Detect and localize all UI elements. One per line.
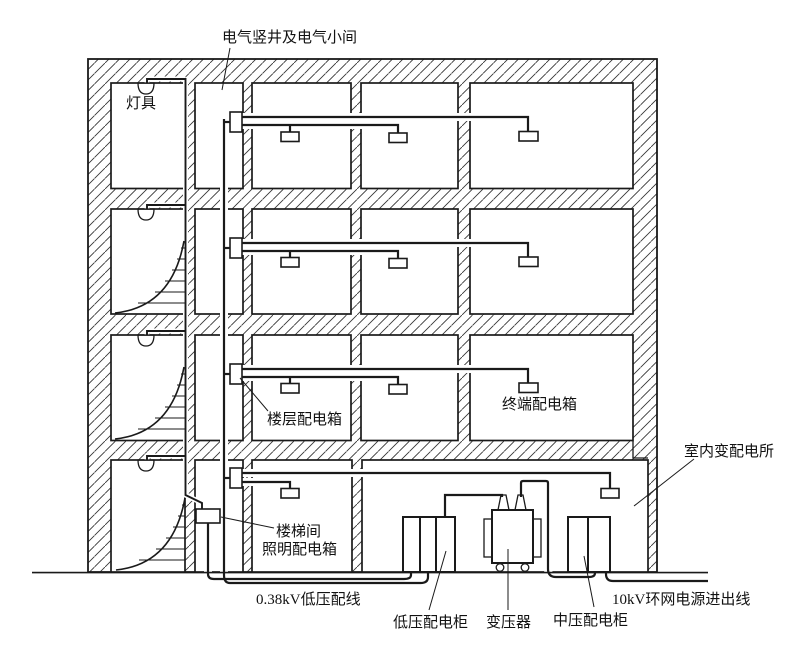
lamp-icon-f2 [137, 334, 155, 347]
lv-feeder-lighting-cable [206, 522, 413, 581]
lv-switchgear-cabinet [402, 516, 456, 573]
transformer-bushing-lv [497, 494, 510, 511]
transformer-fin-left [483, 518, 493, 558]
dist-line-f3-far [242, 241, 530, 258]
label-luminaire: 灯具 [126, 95, 156, 112]
floor-distribution-box-f2 [229, 363, 243, 385]
floor-distribution-box-f1 [229, 467, 243, 489]
lamp-branch-f3 [146, 204, 186, 209]
terminal-box-f1-a [280, 487, 300, 499]
transformer-bushing-mv [514, 494, 527, 511]
room-shaft-f4 [194, 82, 244, 190]
floor-distribution-box-f4 [229, 111, 243, 133]
lamp-icon-f4 [137, 82, 155, 95]
lv-cabinet-transformer-cable [443, 493, 504, 517]
terminal-box-f4-c [518, 130, 539, 142]
terminal-box-substation [600, 487, 620, 499]
room-b-f4 [360, 82, 459, 190]
lamp-icon-f1 [137, 459, 155, 472]
room-stair-f1 [110, 459, 186, 573]
dist-line-f4-far [242, 115, 530, 132]
terminal-box-f2-a [280, 382, 300, 394]
room-a-f4 [251, 82, 352, 190]
leader-stair-lighting-box [220, 516, 275, 529]
stair-f3 [114, 240, 185, 314]
label-stair-box-1: 楼梯间 [276, 523, 321, 540]
terminal-box-f4-b [388, 132, 408, 144]
transformer-wheel-right [520, 563, 530, 572]
transformer-fin-right [532, 518, 542, 558]
stair-f2 [114, 366, 185, 440]
room-stair-f3 [110, 208, 186, 315]
label-riser-shaft: 电气竖井及电气小间 [222, 29, 357, 46]
transformer-body [491, 509, 534, 564]
floor-distribution-box-f3 [229, 237, 243, 259]
room-b-f3 [360, 208, 459, 315]
label-terminal-box: 终端配电箱 [502, 396, 577, 413]
terminal-box-f2-c [518, 382, 539, 394]
transformer-symbol [483, 494, 542, 572]
transformer-wheel-left [495, 563, 505, 572]
room-stair-f2 [110, 334, 186, 442]
lamp-branch-f2 [146, 330, 186, 335]
terminal-box-f3-c [518, 256, 539, 268]
lamps [137, 82, 155, 472]
room-a-f3 [251, 208, 352, 315]
terminal-box-f2-b [388, 383, 408, 395]
label-substation: 室内变配电所 [684, 443, 774, 460]
leader-lv-switchgear [428, 550, 447, 611]
transformer-mv-cable [519, 479, 597, 579]
room-b-f2 [360, 334, 459, 442]
label-ring-main: 10kV环网电源进出线 [612, 591, 750, 608]
leader-substation [633, 458, 695, 507]
room-shaft-f3 [194, 208, 244, 315]
equipment [195, 111, 620, 573]
terminal-box-f3-b [388, 257, 408, 269]
stair-f1 [115, 497, 186, 571]
terminal-box-f4-a [280, 131, 300, 143]
dist-line-f2-far [242, 367, 530, 384]
ring-main-cable [604, 572, 708, 583]
mv-switchgear-cabinet [567, 516, 611, 573]
room-c-f2 [469, 334, 634, 442]
main-riser-cable [222, 119, 430, 585]
label-mv-switchgear: 中压配电柜 [553, 612, 628, 629]
stairs [114, 240, 186, 571]
room-stair-f4 [110, 82, 186, 190]
leader-riser-shaft [221, 47, 231, 91]
room-shaft-f2 [194, 334, 244, 442]
label-floor-box: 楼层配电箱 [267, 411, 342, 428]
label-stair-box-2: 照明配电箱 [262, 541, 337, 558]
substation-wall-step [632, 441, 648, 459]
lamp-branch-f1 [146, 455, 186, 460]
dist-line-f1-near [242, 480, 292, 489]
room-c-f4 [469, 82, 634, 190]
room-a-f2 [251, 334, 352, 442]
leader-lines [220, 47, 695, 611]
label-lv-feeder: 0.38kV低压配线 [256, 591, 361, 608]
leader-mv-switchgear [583, 555, 595, 608]
label-transformer: 变压器 [486, 614, 531, 631]
lamp-icon-f3 [137, 208, 155, 221]
stair-lighting-riser [146, 78, 203, 510]
leader-floor-box [239, 377, 269, 412]
room-c-f3 [469, 208, 634, 315]
terminal-box-f3-a [280, 256, 300, 268]
stair-lighting-distribution-box [195, 508, 221, 524]
labels: 电气竖井及电气小间 灯具 楼层配电箱 终端配电箱 室内变配电所 楼梯间 照明配电… [126, 29, 774, 631]
dist-line-f1-far [242, 471, 612, 489]
label-lv-switchgear: 低压配电柜 [393, 614, 468, 631]
